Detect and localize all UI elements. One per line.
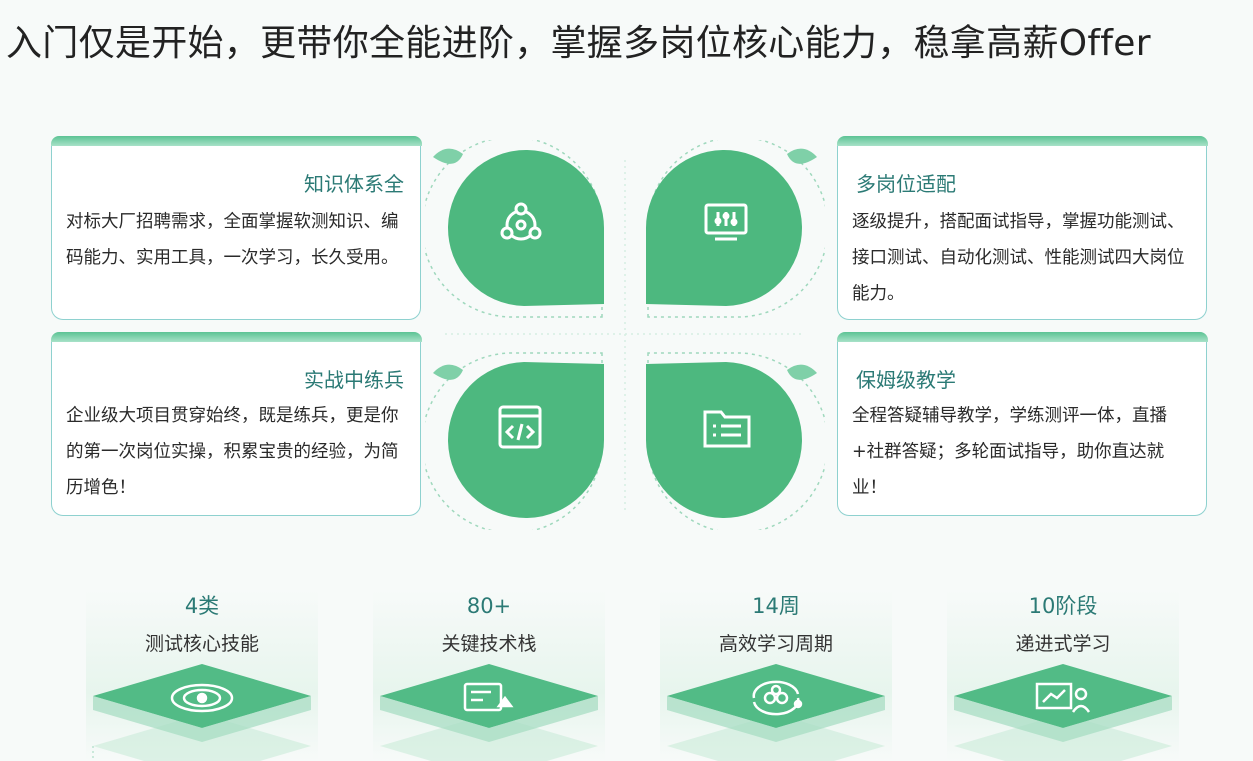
stat-number: 10阶段	[1028, 594, 1098, 618]
feature-card-knowledge: 知识体系全 对标大厂招聘需求，全面掌握软测知识、编码能力、实用工具，一次学习，长…	[50, 136, 422, 320]
stat-study-period: 14周 高效学习周期	[660, 590, 892, 761]
feature-description: 对标大厂招聘需求，全面掌握软测知识、编码能力、实用工具，一次学习，长久受用。	[66, 212, 399, 268]
network-icon	[495, 197, 555, 257]
stat-label: 测试核心技能	[144, 633, 259, 655]
presentation-icon	[1033, 680, 1093, 716]
monitor-icon	[701, 197, 761, 257]
tech-stack-icon	[461, 680, 517, 716]
orbit-icon	[168, 682, 236, 714]
feature-title: 知识体系全	[304, 172, 404, 196]
page-headline: 入门仅是开始，更带你全能进阶，掌握多岗位核心能力，稳拿高薪Offer	[6, 23, 1151, 64]
stat-number: 14周	[752, 594, 800, 618]
feature-card-multi-role: 多岗位适配 逐级提升，搭配面试指导，掌握功能测试、接口测试、自动化测试、性能测试…	[836, 136, 1208, 320]
feature-title: 多岗位适配	[856, 172, 956, 196]
stat-label: 关键技术栈	[441, 633, 537, 655]
feature-description: 全程答疑辅导教学，学练测评一体，直播+社群答疑；多轮面试指导，助你直达就业！	[852, 406, 1167, 498]
stat-label: 高效学习周期	[718, 633, 833, 655]
petal-graphic	[425, 140, 825, 530]
cycle-icon	[744, 680, 808, 716]
feature-card-practice: 实战中练兵 企业级大项目贯穿始终，既是练兵，更是你的第一次岗位实操，积累宝贵的经…	[50, 332, 422, 516]
stat-skills: 4类 测试核心技能	[86, 590, 318, 761]
feature-card-teaching: 保姆级教学 全程答疑辅导教学，学练测评一体，直播+社群答疑；多轮面试指导，助你直…	[836, 332, 1208, 516]
feature-description: 企业级大项目贯穿始终，既是练兵，更是你的第一次岗位实操，积累宝贵的经验，为简历增…	[66, 406, 399, 498]
feature-title: 保姆级教学	[856, 368, 956, 392]
stat-label: 递进式学习	[1015, 633, 1111, 655]
feature-description: 逐级提升，搭配面试指导，掌握功能测试、接口测试、自动化测试、性能测试四大岗位能力…	[852, 212, 1185, 304]
stat-number: 4类	[184, 594, 220, 618]
folder-icon	[701, 404, 761, 464]
stat-number: 80+	[466, 594, 512, 618]
stat-stages: 10阶段 递进式学习	[947, 590, 1179, 761]
code-window-icon	[495, 402, 555, 462]
stat-tech-stack: 80+ 关键技术栈	[373, 590, 605, 761]
feature-title: 实战中练兵	[304, 368, 404, 392]
